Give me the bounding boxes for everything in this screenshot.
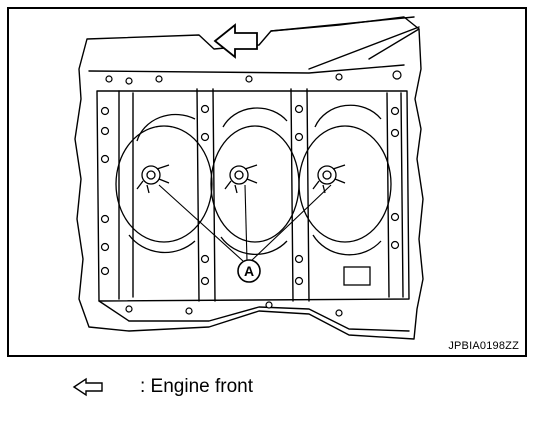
upper-right-panel <box>270 16 420 70</box>
oil-jet-1 <box>136 164 170 194</box>
diagram-frame: A JPBIA0198ZZ <box>7 7 527 357</box>
callout-leaders <box>158 184 332 262</box>
callout-a-label: A <box>244 263 254 279</box>
oil-jet-2 <box>224 164 258 194</box>
engine-front-arrow-icon <box>213 23 258 59</box>
legend-text: : Engine front <box>140 376 254 397</box>
deck-outline <box>96 90 410 302</box>
web-right <box>386 92 404 298</box>
engine-block-drawing: A <box>74 16 424 340</box>
bottom-skirt <box>98 300 410 332</box>
bore-2 <box>210 125 300 243</box>
hollow-left-arrow-icon <box>72 377 103 397</box>
callout-a-marker: A <box>237 259 261 283</box>
web-left <box>118 90 134 300</box>
bore-2-lower <box>220 236 288 256</box>
bore-1-lower <box>128 234 196 254</box>
bore-3 <box>298 125 392 243</box>
bore-1 <box>115 125 213 243</box>
oil-jet-3 <box>312 164 346 194</box>
web-mid-2 <box>290 88 310 302</box>
bolt-holes <box>100 70 402 317</box>
bore-3-lower <box>312 234 382 256</box>
web-mid-1 <box>196 88 216 302</box>
bore-1-upper <box>136 113 196 142</box>
bore-2-upper <box>222 107 288 128</box>
top-flange <box>88 64 405 74</box>
bore-3-upper <box>314 104 382 128</box>
figure-code: JPBIA0198ZZ <box>448 340 519 352</box>
oil-jets <box>136 164 346 194</box>
block-port <box>343 266 371 286</box>
block-outline <box>74 16 424 340</box>
